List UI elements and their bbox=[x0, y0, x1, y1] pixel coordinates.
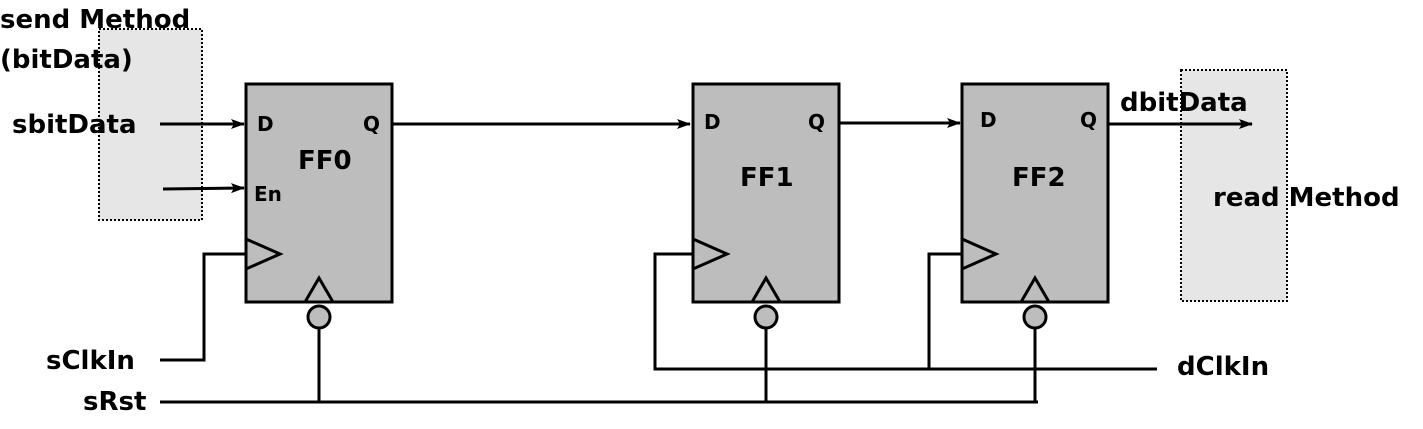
read-method-label: read Method bbox=[1213, 183, 1400, 213]
ff0-box bbox=[244, 82, 394, 304]
srst-label: sRst bbox=[83, 387, 146, 417]
ff1-reset-triangle bbox=[749, 275, 783, 304]
ff0-d-pin: D bbox=[257, 112, 274, 136]
send-method-label-line1: send Method bbox=[0, 5, 190, 35]
sbitdata-label: sbitData bbox=[12, 110, 137, 140]
ff2-reset-triangle bbox=[1018, 275, 1052, 304]
ff1-d-pin: D bbox=[704, 110, 721, 134]
sclkin-label: sClkIn bbox=[46, 346, 135, 376]
dbitdata-label: dbitData bbox=[1120, 88, 1248, 118]
send-method-label-line2: (bitData) bbox=[0, 45, 133, 75]
dclkin-label: dClkIn bbox=[1177, 352, 1269, 382]
ff1-box bbox=[691, 82, 841, 304]
ff1-reset-bubble bbox=[753, 304, 779, 330]
ff2-q-pin: Q bbox=[1080, 108, 1097, 132]
ff0-reset-bubble bbox=[306, 304, 332, 330]
en-wire bbox=[162, 183, 245, 194]
ff0-en-pin: En bbox=[254, 182, 282, 206]
dclkin-wire-ff1 bbox=[653, 252, 1157, 371]
ff0-name: FF0 bbox=[298, 146, 352, 176]
ff2-name: FF2 bbox=[1012, 163, 1066, 193]
read-method-region bbox=[1180, 69, 1288, 302]
dclkin-wire-ff2 bbox=[915, 252, 962, 371]
sclkin-wire bbox=[160, 252, 246, 362]
ff2-reset-bubble bbox=[1022, 304, 1048, 330]
ff0-q-pin: Q bbox=[363, 112, 380, 136]
ff2-d-pin: D bbox=[980, 108, 997, 132]
ff2-box bbox=[960, 82, 1110, 304]
ff1-q-pin: Q bbox=[808, 110, 825, 134]
ff1-name: FF1 bbox=[740, 163, 794, 193]
ff0-reset-triangle bbox=[302, 275, 336, 304]
